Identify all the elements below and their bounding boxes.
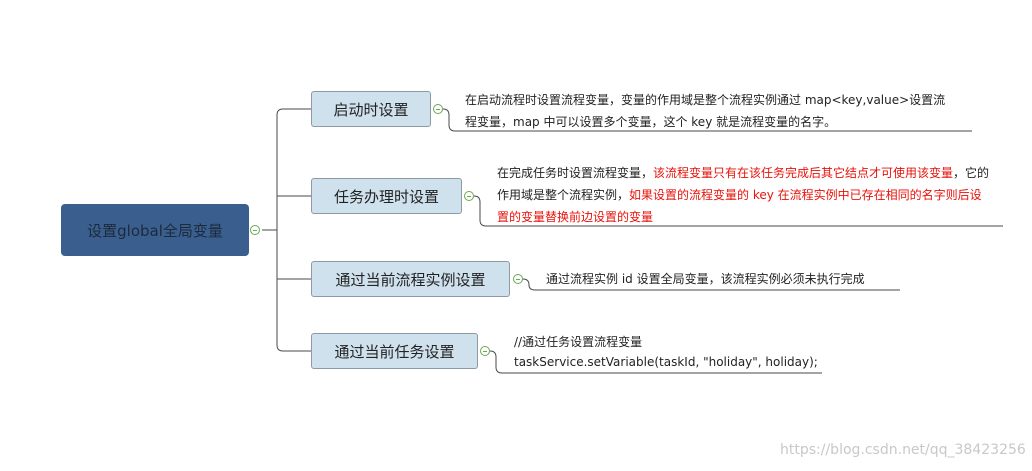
note-text: 在启动流程时设置流程变量，变量的作用域是整个流程实例通过 map<key,val…: [465, 93, 946, 129]
note-task-handling-setting: 在完成任务时设置流程变量，该流程变量只有在该任务完成后其它结点才可使用该变量，它…: [497, 162, 993, 228]
note-text: 通过流程实例 id 设置全局变量，该流程实例必须未执行完成: [546, 272, 865, 286]
topic-label: 通过当前任务设置: [334, 342, 455, 361]
topic-label: 通过当前流程实例设置: [335, 270, 486, 289]
note-code-line: taskService.setVariable(taskId, "holiday…: [514, 355, 818, 369]
watermark-text: https://blog.csdn.net/qq_38423256: [780, 442, 1026, 458]
note-highlight-text: 如果设置的流程变量的 key 在流程实例中已存在相同的名字则后设置的变量替换前边…: [497, 188, 982, 224]
topic-startup-setting[interactable]: 启动时设置: [311, 91, 431, 127]
topic-task-handling-setting[interactable]: 任务办理时设置: [311, 178, 462, 214]
root-collapse-icon[interactable]: [250, 225, 260, 235]
root-topic-label: 设置global全局变量: [87, 221, 223, 240]
note-process-instance-setting: 通过流程实例 id 设置全局变量，该流程实例必须未执行完成: [546, 268, 896, 290]
topic-label: 任务办理时设置: [333, 187, 439, 206]
topic-current-task-setting[interactable]: 通过当前任务设置: [311, 333, 478, 369]
topic-collapse-icon[interactable]: [433, 104, 443, 114]
topic-label: 启动时设置: [333, 100, 409, 119]
note-highlight-text: 该流程变量只有在该任务完成后其它结点才可使用该变量: [653, 166, 954, 180]
topic-collapse-icon[interactable]: [464, 191, 474, 201]
note-startup-setting: 在启动流程时设置流程变量，变量的作用域是整个流程实例通过 map<key,val…: [465, 89, 953, 133]
topic-collapse-icon[interactable]: [513, 274, 523, 284]
note-current-task-setting: //通过任务设置流程变量 taskService.setVariable(tas…: [514, 332, 824, 372]
note-code-comment: //通过任务设置流程变量: [514, 335, 643, 349]
topic-collapse-icon[interactable]: [480, 346, 490, 356]
note-text: ，它的作用域是整个流程实例，: [497, 166, 990, 202]
topic-process-instance-setting[interactable]: 通过当前流程实例设置: [311, 261, 510, 297]
note-text: 在完成任务时设置流程变量，: [497, 166, 654, 180]
root-topic[interactable]: 设置global全局变量: [61, 204, 249, 256]
